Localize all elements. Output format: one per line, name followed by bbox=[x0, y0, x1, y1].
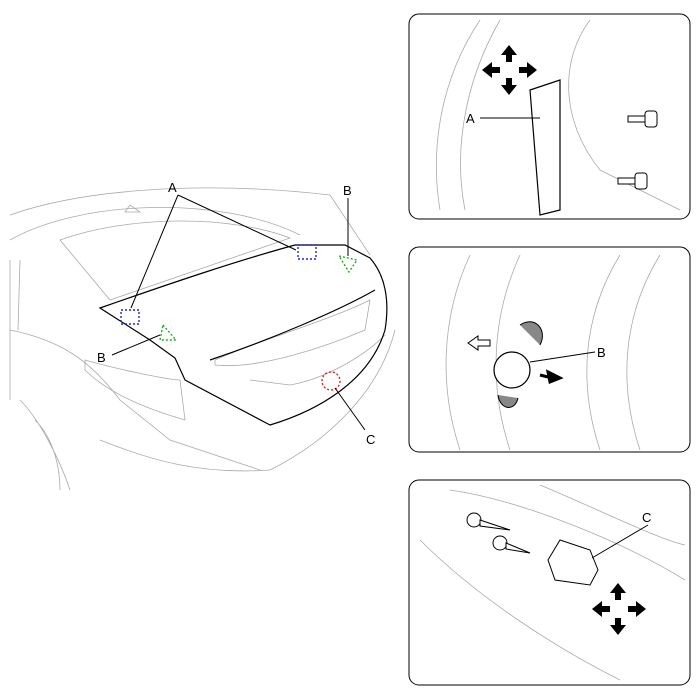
screw-icon bbox=[466, 512, 531, 554]
detail-panel-a: A bbox=[408, 13, 691, 220]
rotate-arrow-icon bbox=[519, 321, 543, 346]
marker-b-right bbox=[337, 254, 359, 274]
arrow-out-icon bbox=[539, 369, 564, 385]
marker-b-left bbox=[159, 323, 178, 341]
label-b-left: B bbox=[97, 350, 106, 365]
marker-a-left bbox=[120, 309, 140, 325]
label-a: A bbox=[168, 180, 177, 195]
detail-panel-b: B bbox=[408, 246, 691, 453]
rotate-arrow-icon bbox=[497, 394, 519, 408]
panel-b-label: B bbox=[597, 345, 606, 360]
panel-c-label: C bbox=[642, 510, 651, 525]
car-rear-view: A B B C bbox=[9, 180, 396, 491]
marker-a-right bbox=[297, 244, 317, 260]
move-arrows-icon bbox=[592, 583, 646, 635]
detail-panel-c: C bbox=[408, 479, 691, 686]
label-c: C bbox=[366, 432, 375, 447]
marker-c bbox=[321, 371, 341, 391]
bolt-icon bbox=[617, 110, 658, 190]
striker-c bbox=[547, 539, 599, 586]
leader-lines bbox=[111, 194, 366, 431]
grommet-b bbox=[493, 351, 531, 389]
arrow-left-icon bbox=[467, 335, 491, 351]
panel-a-label: A bbox=[466, 111, 475, 126]
label-b-right: B bbox=[343, 183, 352, 198]
move-arrows-icon bbox=[482, 45, 537, 95]
